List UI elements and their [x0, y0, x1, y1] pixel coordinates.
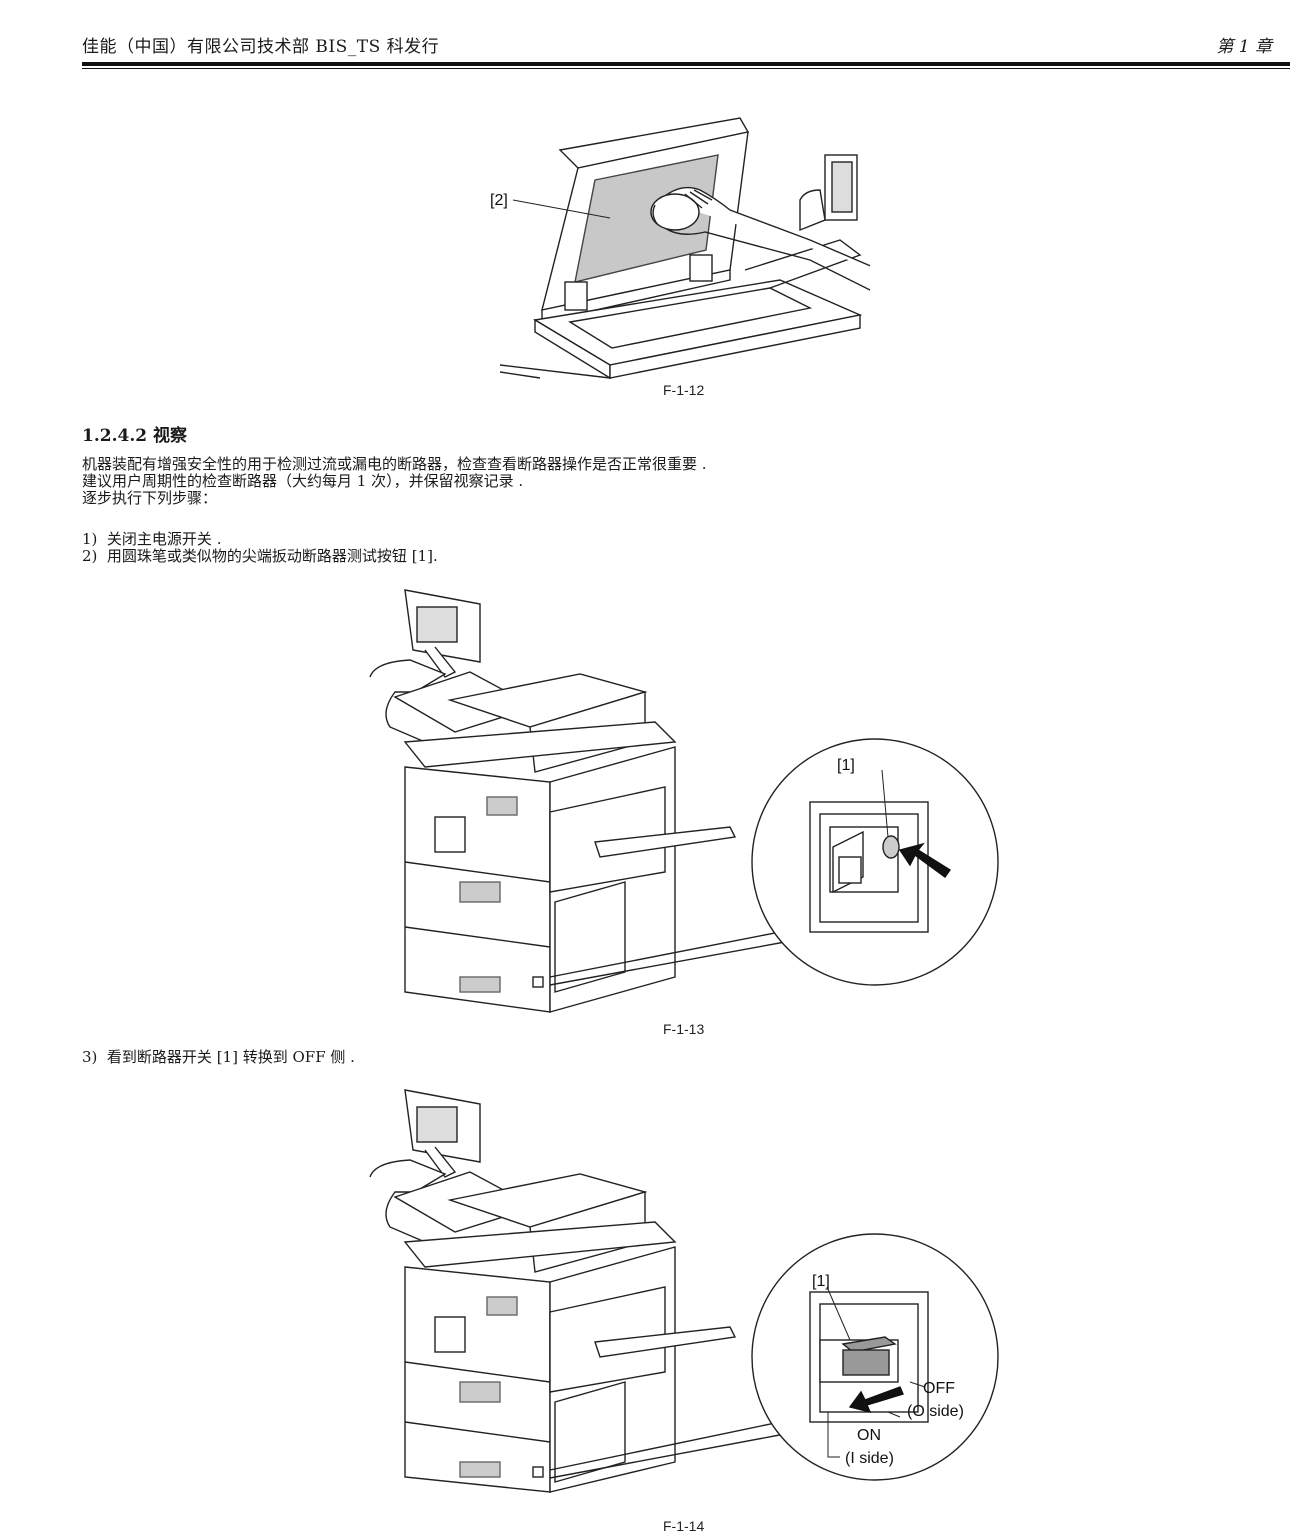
figure-f-1-14: [1] OFF (O side) ON (I side): [355, 1082, 1005, 1512]
label-on: ON: [857, 1427, 881, 1444]
breaker-off-illustration: [1] OFF (O side) ON (I side): [369, 1089, 999, 1493]
step-3: 3) 看到断路器开关 [1] 转换到 OFF 侧 .: [82, 1048, 355, 1066]
page-header: 佳能（中国）有限公司技术部 BIS_TS 科发行 第 1 章: [82, 30, 1272, 57]
label-cleaning-target: [2]: [490, 192, 508, 209]
figure-f-1-12: [2]: [480, 110, 870, 385]
label-on-side: (I side): [845, 1450, 894, 1467]
label-test-button: [1]: [837, 757, 855, 774]
cleaning-illustration: [2]: [490, 117, 870, 380]
breaker-test-illustration: [1]: [369, 589, 999, 1013]
label-off-side: (O side): [907, 1403, 964, 1420]
intro-line-1: 机器装配有增强安全性的用于检测过流或漏电的断路器，检查查看断路器操作是否正常很重…: [82, 455, 707, 473]
label-breaker-switch: [1]: [812, 1273, 830, 1290]
step-1: 1) 关闭主电源开关 .: [82, 530, 222, 548]
caption-f-1-14: F-1-14: [663, 1518, 705, 1534]
label-off: OFF: [923, 1380, 955, 1397]
section-title: 1.2.4.2 视察: [82, 426, 187, 446]
caption-f-1-13: F-1-13: [663, 1021, 705, 1037]
intro-line-2: 建议用户周期性的检查断路器（大约每月 1 次），并保留视察记录 .: [82, 472, 524, 490]
figure-f-1-13: [1]: [355, 582, 1005, 1017]
intro-line-3: 逐步执行下列步骤：: [82, 489, 218, 507]
header-rule-thin: [82, 68, 1290, 69]
header-chapter: 第 1 章: [1216, 37, 1272, 57]
header-publisher: 佳能（中国）有限公司技术部 BIS_TS 科发行: [82, 37, 440, 57]
header-rule-thick: [82, 62, 1290, 66]
step-2: 2) 用圆珠笔或类似物的尖端扳动断路器测试按钮 [1].: [82, 547, 438, 565]
caption-f-1-12: F-1-12: [663, 382, 705, 398]
